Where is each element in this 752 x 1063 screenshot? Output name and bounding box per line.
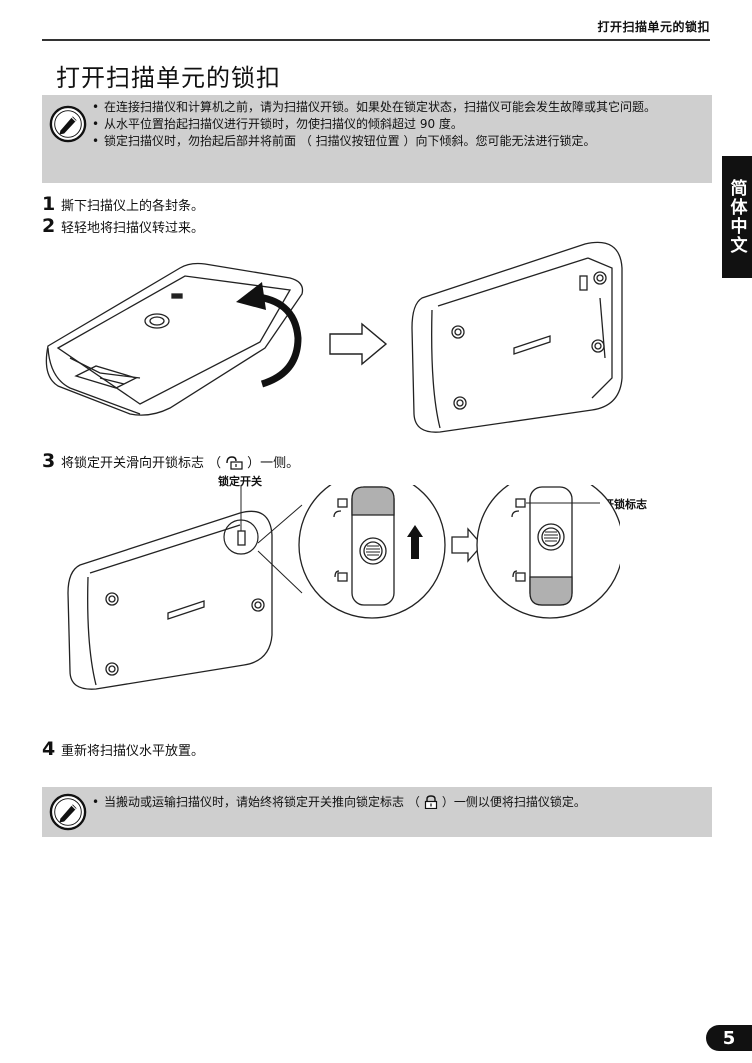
note-item: 在连接扫描仪和计算机之前，请为扫描仪开锁。如果处在锁定状态，扫描仪可能会发生故障… (92, 99, 702, 116)
step-text: 将锁定开关滑向开锁标志 （）一侧。 (61, 456, 300, 471)
pencil-note-icon (49, 105, 87, 143)
step-3: 3 将锁定开关滑向开锁标志 （）一侧。 (42, 450, 299, 472)
step-text: 撕下扫描仪上的各封条。 (61, 199, 205, 214)
page-title: 打开扫描单元的锁扣 (56, 64, 281, 92)
note-box-bottom: 当搬动或运输扫描仪时，请始终将锁定开关推向锁定标志 （）一侧以便将扫描仪锁定。 (42, 787, 712, 837)
header-rule (42, 39, 710, 41)
step-number: 1 (42, 193, 56, 215)
note-list-bottom: 当搬动或运输扫描仪时，请始终将锁定开关推向锁定标志 （）一侧以便将扫描仪锁定。 (92, 794, 702, 811)
running-header: 打开扫描单元的锁扣 (597, 20, 710, 34)
switch-detail-unlocked (476, 485, 620, 619)
note-item: 锁定扫描仪时，勿抬起后部并将前面 （ 扫描仪按钮位置 ）向下倾斜。您可能无法进行… (92, 133, 702, 150)
note-item: 从水平位置抬起扫描仪进行开锁时，勿使扫描仪的倾斜超过 90 度。 (92, 116, 702, 133)
step-number: 4 (42, 738, 56, 760)
rotate-arrow-icon (236, 282, 302, 388)
scanner-top-view (45, 262, 304, 416)
scanner-bottom-view (411, 241, 623, 433)
lock-mark-icon (424, 795, 437, 809)
step-1: 1 撕下扫描仪上的各封条。 (42, 193, 204, 215)
lock-switch-illustration (67, 485, 620, 690)
note-box-top: 在连接扫描仪和计算机之前，请为扫描仪开锁。如果处在锁定状态，扫描仪可能会发生故障… (42, 95, 712, 183)
step-text: 轻轻地将扫描仪转过来。 (61, 221, 205, 236)
step-2: 2 轻轻地将扫描仪转过来。 (42, 215, 204, 237)
step-number: 3 (42, 450, 56, 472)
lock-switch-label: 锁定开关 (218, 475, 262, 488)
unlock-mark-icon (226, 456, 243, 470)
note-list-top: 在连接扫描仪和计算机之前，请为扫描仪开锁。如果处在锁定状态，扫描仪可能会发生故障… (92, 99, 702, 150)
pencil-note-icon (49, 793, 87, 831)
step-number: 2 (42, 215, 56, 237)
unlock-mark-label: 开锁标志 (603, 498, 647, 511)
language-tab: 简体中文 (722, 156, 752, 278)
right-arrow-icon (451, 527, 483, 563)
page-number: 5 (706, 1025, 752, 1051)
scanner-bottom-view (67, 510, 273, 690)
note-item: 当搬动或运输扫描仪时，请始终将锁定开关推向锁定标志 （）一侧以便将扫描仪锁定。 (92, 794, 702, 811)
slide-up-arrow-icon (407, 525, 423, 559)
step-text: 重新将扫描仪水平放置。 (61, 744, 205, 759)
right-arrow-icon (329, 322, 388, 366)
switch-detail-locked (298, 485, 446, 619)
scanner-flip-illustration (45, 241, 623, 433)
step-4: 4 重新将扫描仪水平放置。 (42, 738, 204, 760)
